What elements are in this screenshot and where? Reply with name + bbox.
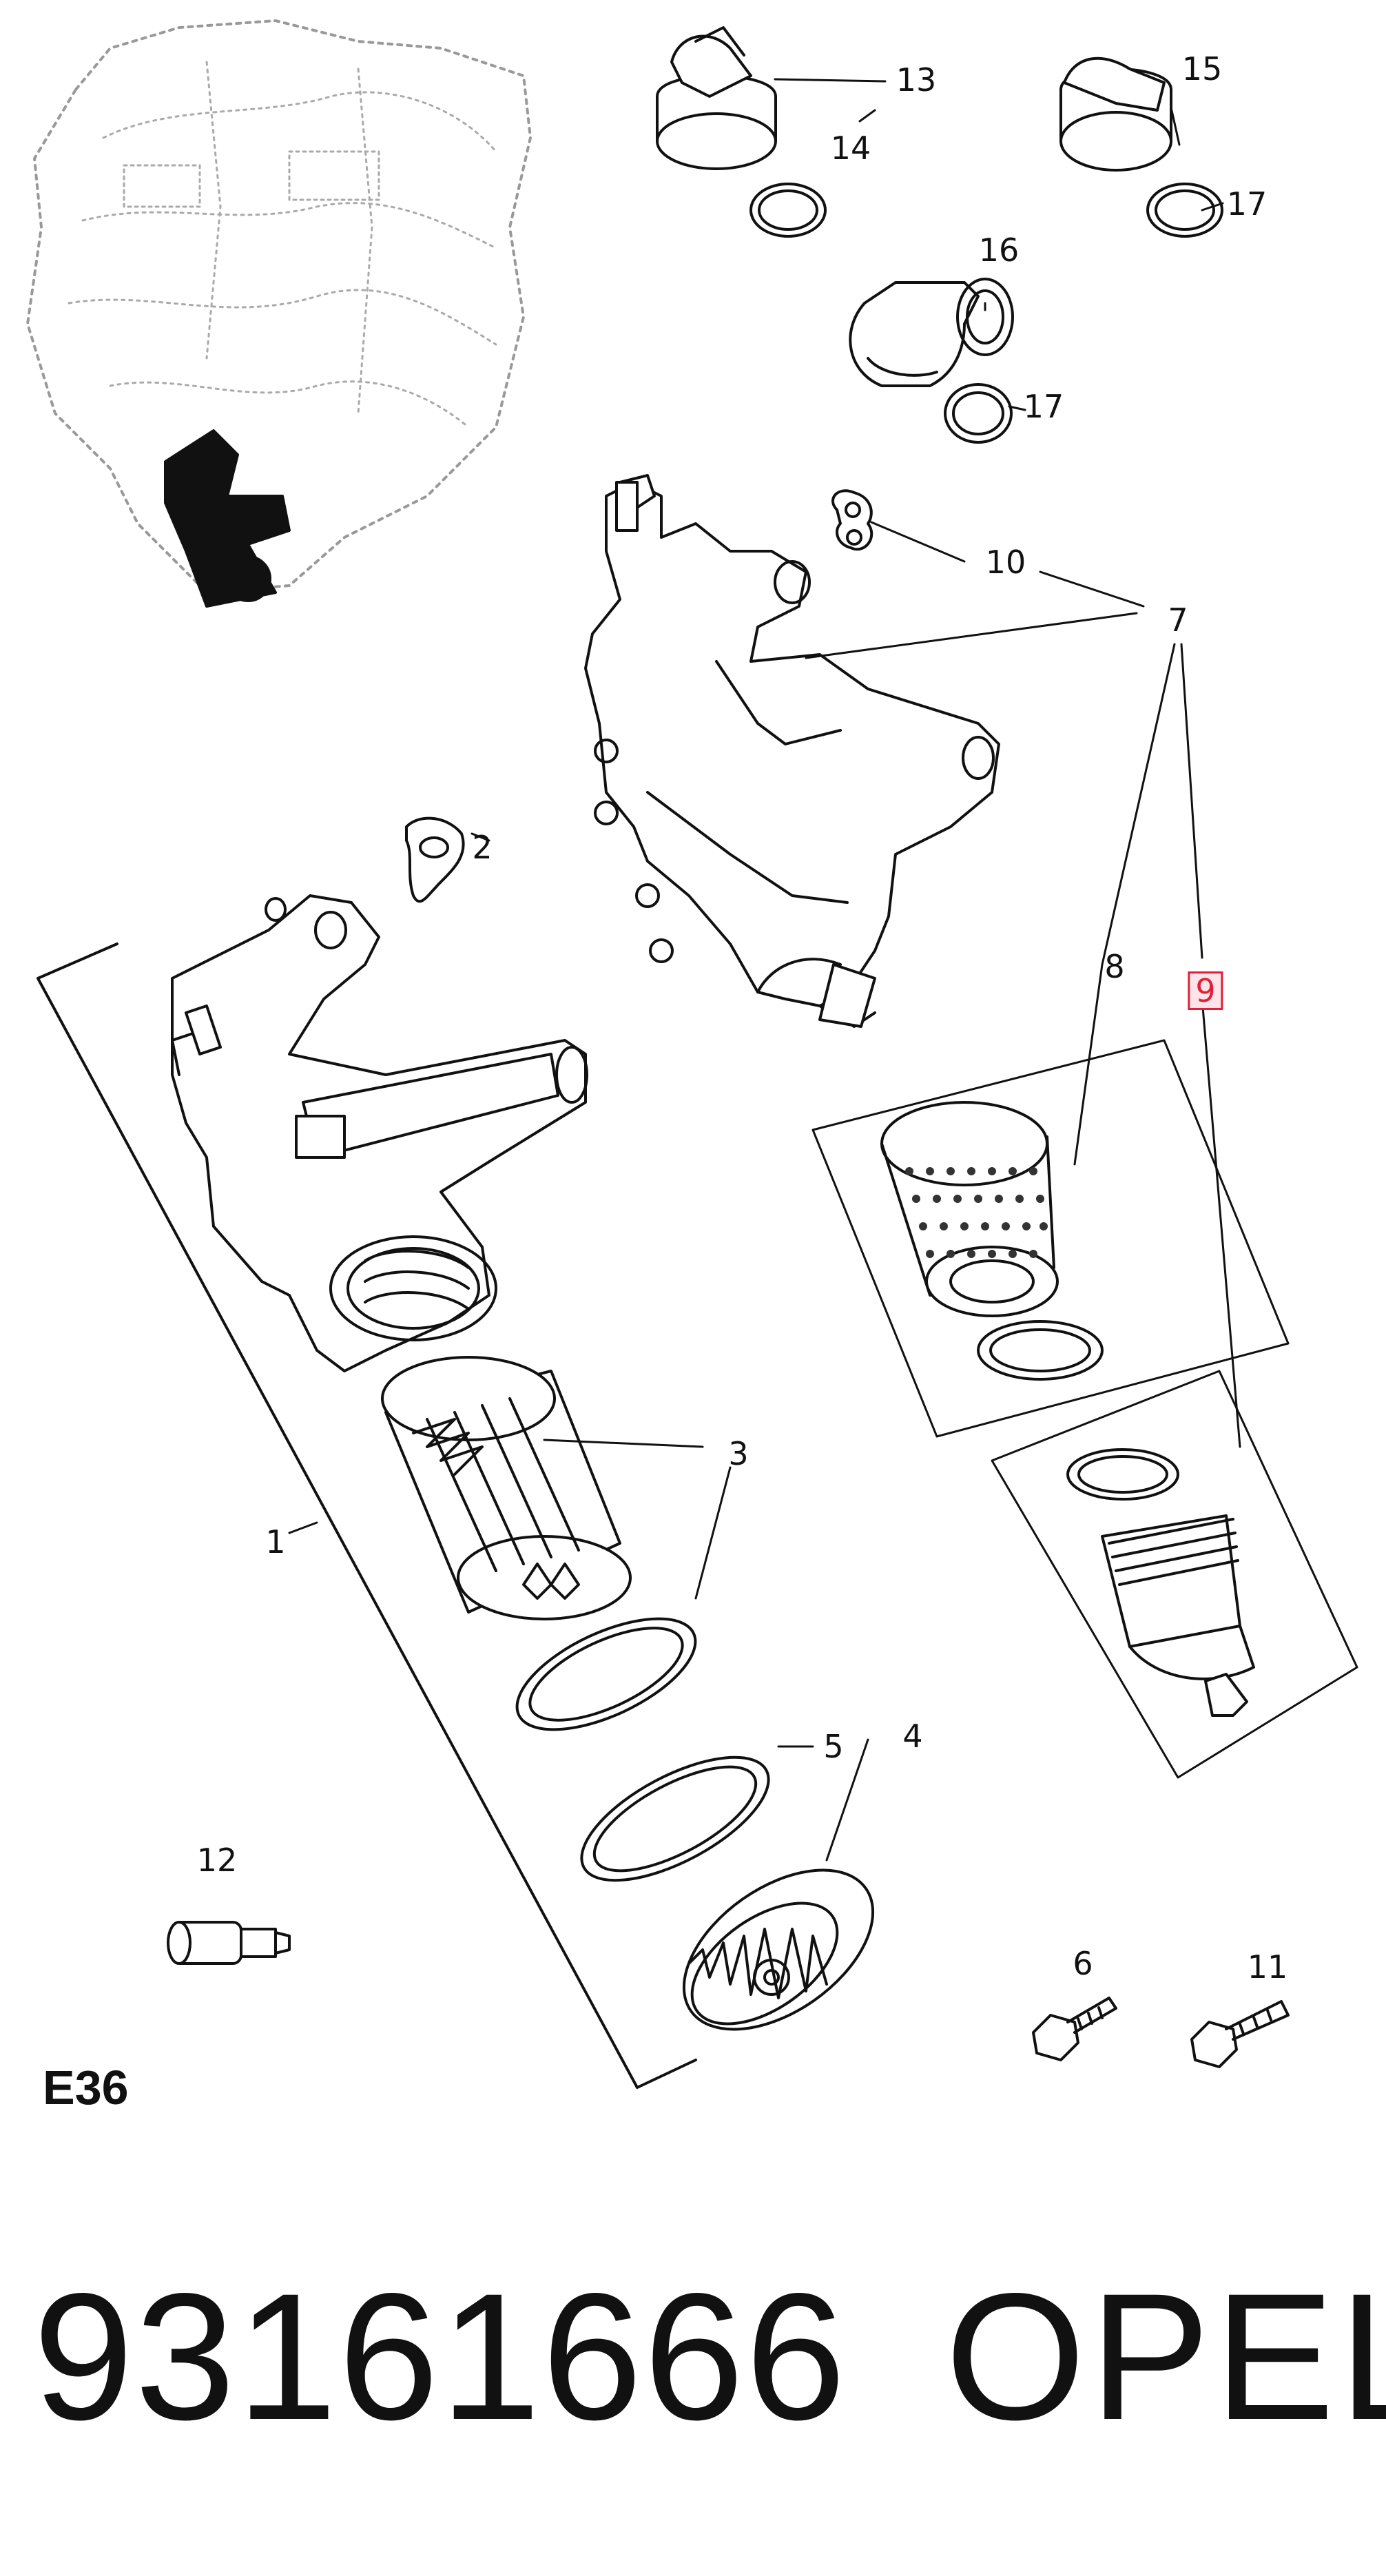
callout-10: 10: [985, 544, 1026, 581]
brand-name: OPEL: [945, 2256, 1386, 2457]
callout-3: 3: [728, 1435, 749, 1472]
callout-17-upper: 17: [1226, 185, 1268, 223]
callout-4: 4: [902, 1718, 923, 1755]
part-12-sensor: [167, 1921, 291, 1965]
part-16-elbow-connector: [849, 278, 1014, 387]
part-9-filter-cap-box: [991, 1370, 1358, 1779]
part-15-cap: [1059, 56, 1172, 172]
callout-17-lower: 17: [1023, 388, 1064, 425]
part-3-filter-element: [381, 1356, 632, 1620]
callout-12: 12: [196, 1842, 238, 1879]
part-13-filler-cap: [656, 26, 777, 170]
callout-8: 8: [1104, 948, 1125, 985]
callout-2: 2: [472, 829, 493, 866]
part-8-filter-insert-box: [811, 1039, 1290, 1438]
callout-11: 11: [1247, 1948, 1288, 1986]
part-17-seal-ring-lower: [944, 383, 1013, 444]
callout-6: 6: [1073, 1945, 1093, 1982]
section-code: E36: [43, 2061, 129, 2114]
callout-7: 7: [1168, 601, 1188, 639]
callout-14: 14: [830, 130, 871, 167]
part-14-seal-ring: [749, 183, 827, 238]
leader-lines: [288, 78, 1241, 1862]
part-1-assembly-bracket: [37, 942, 697, 2089]
part-5-o-ring: [580, 1755, 770, 1882]
engine-overview-thumbnail: [26, 19, 532, 608]
part-10-gasket: [831, 489, 873, 551]
callout-9-highlighted: 9: [1188, 971, 1223, 1010]
part-2-clip: [405, 816, 465, 903]
part-6-bolt: [1032, 1997, 1117, 2061]
callout-15: 15: [1181, 50, 1223, 87]
callout-1: 1: [265, 1523, 286, 1560]
callout-13: 13: [896, 61, 937, 99]
part-11-bolt: [1190, 2000, 1290, 2068]
callout-16: 16: [978, 231, 1020, 269]
part-7-oil-filter-housing: [584, 474, 1000, 1028]
part-4-filter-cap: [682, 1868, 875, 2031]
part-number: 93161666: [33, 2256, 847, 2457]
callout-5: 5: [823, 1728, 844, 1765]
oil-filter-housing-main: [171, 894, 588, 1372]
part-3-seal-ring: [515, 1617, 697, 1731]
part-17-seal-ring-upper: [1146, 183, 1223, 238]
